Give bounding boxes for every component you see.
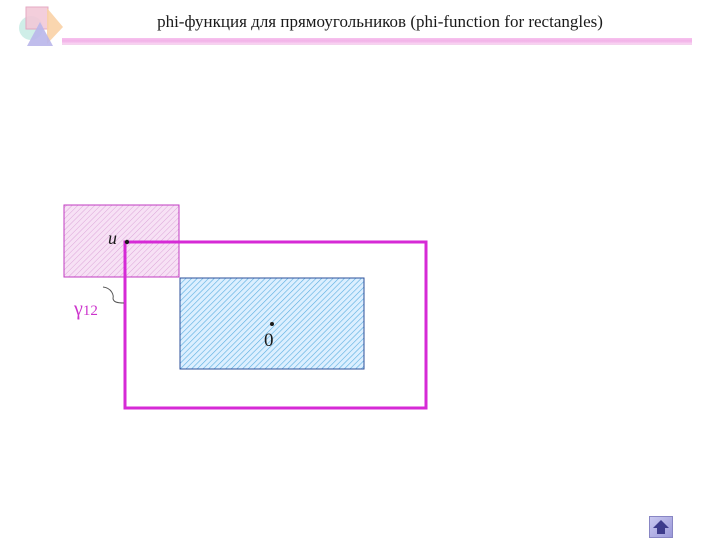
label-u: u xyxy=(108,228,117,248)
label-gamma: γ xyxy=(74,298,83,320)
home-nav-button[interactable] xyxy=(649,516,673,538)
label-zero: 0 xyxy=(264,330,274,351)
page-title: phi-функция для прямоугольников (phi-fun… xyxy=(157,12,603,31)
magenta-region-rectangle xyxy=(123,240,428,410)
gamma-leader-line xyxy=(102,286,125,304)
title-underline-bar xyxy=(62,38,692,44)
point-u xyxy=(124,239,130,245)
label-gamma-subscript: 12 xyxy=(82,303,98,319)
geometric-shapes-logo-icon xyxy=(19,6,63,46)
point-zero xyxy=(270,322,274,326)
label-gamma-12: γ12 xyxy=(74,298,98,321)
title-underline-line xyxy=(62,44,692,45)
home-arrow-icon xyxy=(653,520,669,534)
